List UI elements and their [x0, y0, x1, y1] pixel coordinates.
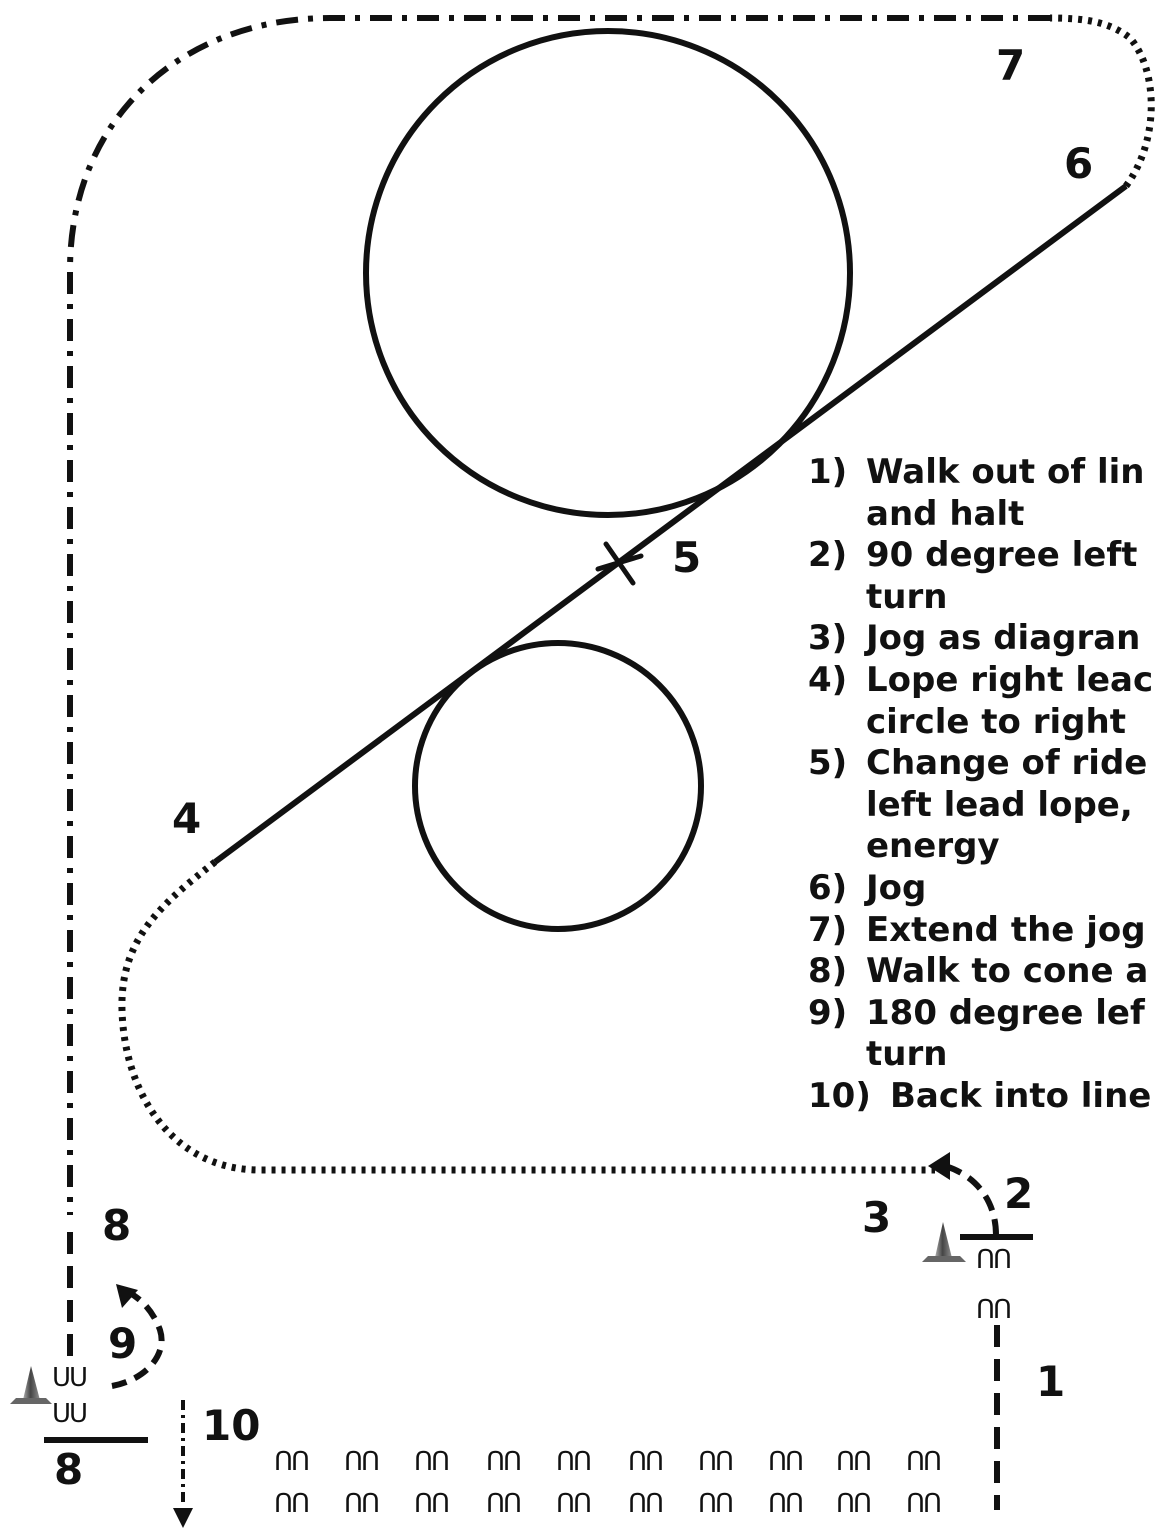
hoof-prints: ՍՍ — [52, 1363, 86, 1393]
hoof-prints: ՈՈ — [976, 1295, 1010, 1325]
step-line: 5) Change of ride — [808, 743, 1160, 785]
marker-4: 4 — [172, 794, 201, 843]
step-text: Jog — [866, 867, 927, 908]
step-text: Lope right leac — [866, 659, 1154, 700]
lineup-hoof-print: ՈՈ — [906, 1489, 940, 1519]
step-line: energy — [808, 826, 1160, 868]
marker-6: 6 — [1064, 139, 1093, 188]
step-text: Jog as diagran — [866, 618, 1141, 659]
step-line: 7) Extend the jog — [808, 910, 1160, 952]
small-circle — [412, 640, 704, 932]
marker-5: 5 — [672, 533, 701, 582]
marker-8-lower: 8 — [54, 1445, 83, 1494]
marker-8-upper: 8 — [102, 1201, 131, 1250]
step-line: 8) Walk to cone a — [808, 951, 1160, 993]
step-text: and halt — [866, 493, 1025, 534]
step-line: 10) Back into line — [808, 1076, 1160, 1118]
hoof-prints: ՍՍ — [52, 1399, 86, 1429]
hoof-prints: ՈՈ — [976, 1245, 1010, 1275]
lineup-hoof-print: ՈՈ — [274, 1489, 308, 1519]
step-text: Change of ride — [866, 743, 1148, 784]
step-line: 3) Jog as diagran — [808, 618, 1160, 660]
step-line: 6) Jog — [808, 868, 1160, 910]
step-line: and halt — [808, 494, 1160, 536]
lineup-hoof-print: ՈՈ — [836, 1447, 870, 1477]
marker-9: 9 — [108, 1319, 137, 1368]
lineup-hoof-print: ՈՈ — [628, 1489, 662, 1519]
extended-jog-path — [67, 15, 1050, 1215]
cone-icon — [922, 1222, 966, 1262]
step-number: 8) — [808, 951, 848, 992]
step-text: Extend the jog — [866, 909, 1146, 950]
lineup-hoof-print: ՈՈ — [836, 1489, 870, 1519]
step-text: Walk out of lin — [866, 452, 1145, 492]
lineup-hoof-print: ՈՈ — [906, 1447, 940, 1477]
step-number: 9) — [808, 992, 848, 1033]
step-number: 7) — [808, 909, 848, 950]
arrow-icon — [928, 1152, 950, 1180]
step-text: Back into line — [890, 1075, 1152, 1116]
turn-180-arc — [111, 1289, 165, 1389]
step-number: 3) — [808, 618, 848, 659]
step-number: 5) — [808, 743, 848, 784]
lineup-hoof-print: ՈՈ — [486, 1489, 520, 1519]
x-mark-icon — [595, 541, 644, 586]
step-text: circle to right — [866, 701, 1126, 742]
arrow-icon — [116, 1284, 138, 1308]
marker-3: 3 — [862, 1193, 891, 1242]
step-text: energy — [866, 826, 1000, 867]
cone-icon — [10, 1366, 52, 1404]
step-number: 1) — [808, 452, 848, 492]
step-line: 2) 90 degree left — [808, 535, 1160, 577]
step-text: 90 degree left — [866, 535, 1138, 576]
step-line: circle to right — [808, 702, 1160, 744]
lineup-hoof-print: ՈՈ — [628, 1447, 662, 1477]
step-number: 4) — [808, 659, 848, 700]
step-text: left lead lope, — [866, 784, 1133, 825]
step-text: turn — [866, 1034, 948, 1075]
step-line: turn — [808, 1034, 1160, 1076]
marker-10: 10 — [202, 1401, 260, 1450]
lineup-hoof-print: ՈՈ — [698, 1489, 732, 1519]
lineup-hoof-prints: ՈՈ ՈՈ ՈՈ ՈՈ ՈՈ ՈՈ ՈՈ ՈՈ ՈՈ ՈՈ ՈՈ ՈՈ ՈՈ ՈՈ ՈՈ ՈՈ ՈՈ ՈՈ ՈՈ ՈՈ — [274, 1447, 942, 1519]
lineup-hoof-print: ՈՈ — [556, 1489, 590, 1519]
marker-7: 7 — [996, 41, 1025, 90]
step-line: 1) Walk out of lin — [808, 452, 1160, 494]
step-number: 2) — [808, 535, 848, 576]
lineup-hoof-print: ՈՈ — [414, 1489, 448, 1519]
step-line: 9) 180 degree lef — [808, 993, 1160, 1035]
arrow-icon — [173, 1508, 193, 1528]
step-text: Walk to cone a — [866, 951, 1149, 992]
lineup-hoof-print: ՈՈ — [698, 1447, 732, 1477]
marker-2: 2 — [1004, 1169, 1033, 1218]
lineup-hoof-print: ՈՈ — [486, 1447, 520, 1477]
step-number: 6) — [808, 867, 848, 908]
lineup-hoof-print: ՈՈ — [768, 1447, 802, 1477]
diagonal-lope-line — [213, 183, 1128, 865]
lineup-hoof-print: ՈՈ — [414, 1447, 448, 1477]
step-number: 10) — [808, 1075, 871, 1116]
lineup-hoof-print: ՈՈ — [344, 1489, 378, 1519]
step-text: 180 degree lef — [866, 992, 1145, 1033]
marker-1: 1 — [1036, 1357, 1065, 1406]
large-circle — [363, 28, 853, 518]
step-line: left lead lope, — [808, 785, 1160, 827]
step-line: turn — [808, 577, 1160, 619]
step-line: 4) Lope right leac — [808, 660, 1160, 702]
step-text: turn — [866, 576, 948, 617]
jog-path-dotted — [118, 859, 935, 1174]
lineup-hoof-print: ՈՈ — [344, 1447, 378, 1477]
lineup-hoof-print: ՈՈ — [768, 1489, 802, 1519]
turn-90-arc — [944, 1163, 999, 1236]
lineup-hoof-print: ՈՈ — [274, 1447, 308, 1477]
lineup-hoof-print: ՈՈ — [556, 1447, 590, 1477]
